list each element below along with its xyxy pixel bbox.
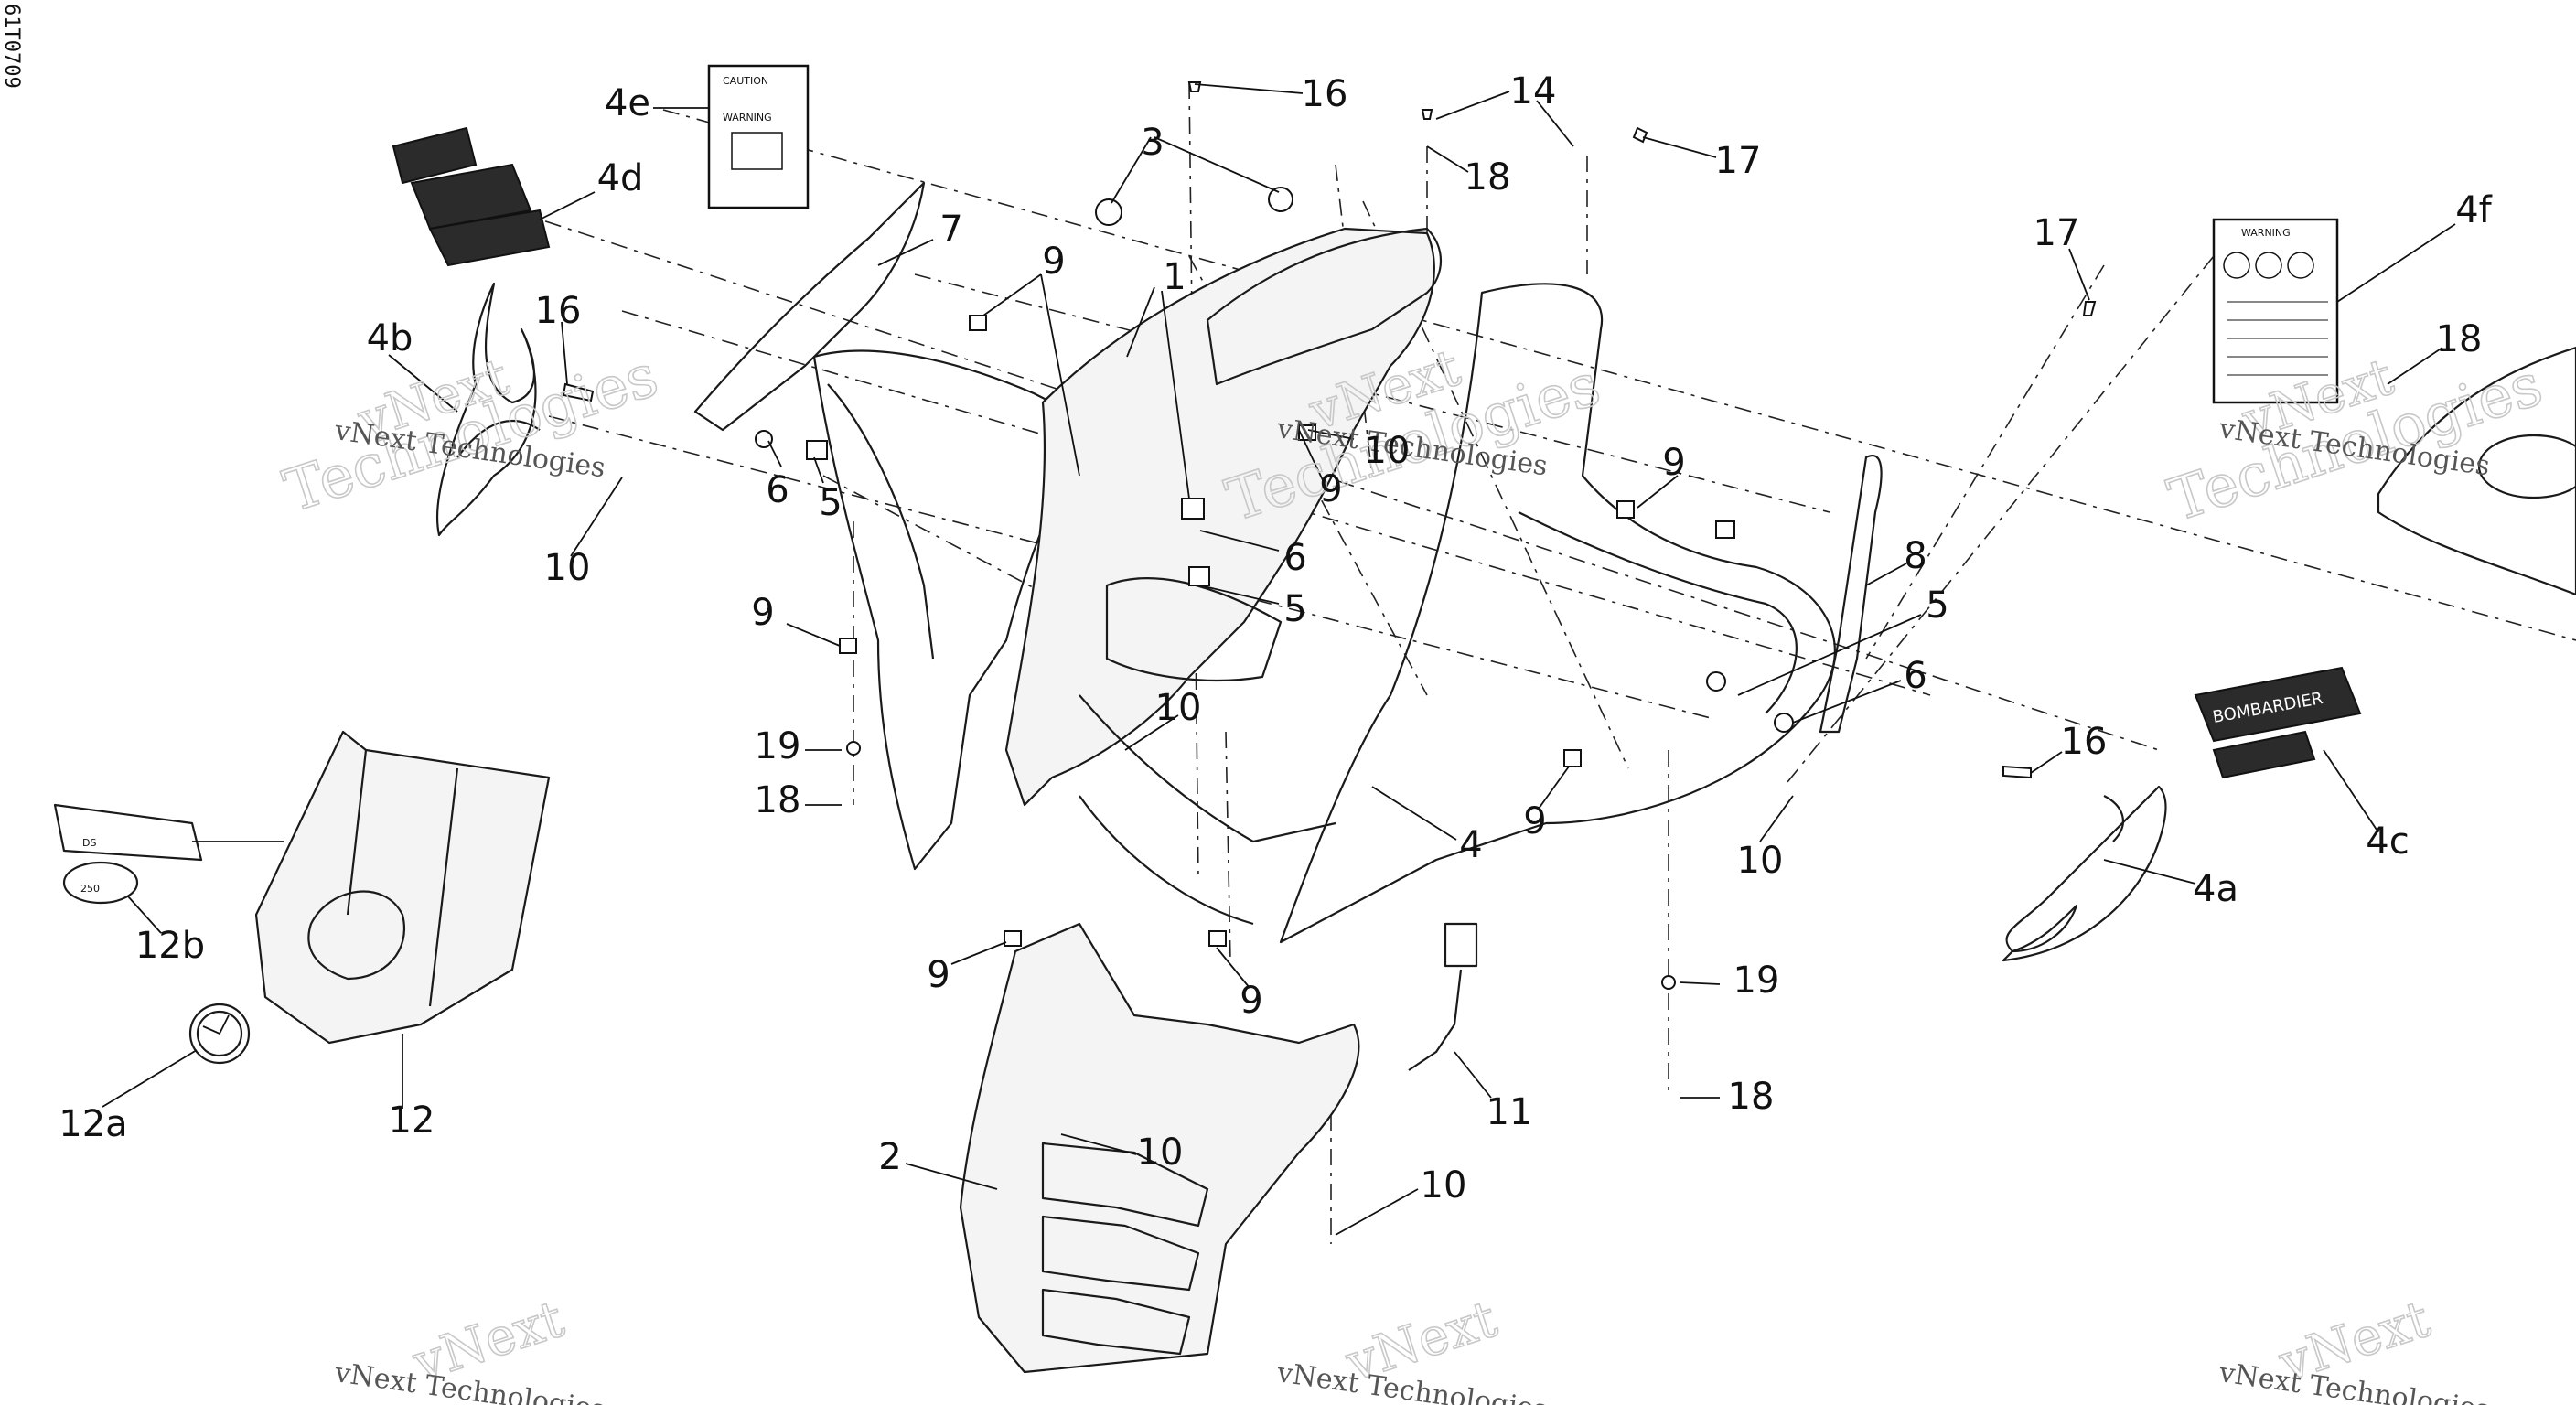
callout-18: 18	[1465, 156, 1511, 198]
callout-8: 8	[1904, 535, 1927, 577]
callout-4d: 4d	[597, 157, 644, 199]
callout-19: 19	[1733, 960, 1780, 1002]
callout-1: 1	[1163, 256, 1186, 298]
callout-10: 10	[1155, 687, 1202, 729]
decal-4d	[392, 126, 551, 267]
callout-12b: 12b	[135, 925, 205, 967]
callout-4: 4	[1459, 824, 1482, 866]
callout-10: 10	[1137, 1132, 1184, 1174]
callout-9: 9	[1240, 980, 1262, 1022]
callout-4e: 4e	[605, 82, 650, 124]
callout-6: 6	[1283, 537, 1306, 579]
label-4f: WARNING	[2212, 218, 2339, 404]
svg-text:CAUTION: CAUTION	[723, 75, 768, 87]
callout-16: 16	[1302, 73, 1348, 115]
callout-18: 18	[2436, 318, 2483, 360]
svg-text:250: 250	[80, 883, 100, 895]
callout-9: 9	[1662, 442, 1685, 484]
callout-12: 12	[389, 1099, 435, 1142]
callout-5: 5	[1926, 585, 1948, 627]
callout-10: 10	[1364, 430, 1411, 472]
decal-4a	[2002, 785, 2167, 962]
hardware	[562, 81, 2097, 990]
callout-4c: 4c	[2366, 820, 2409, 863]
callout-11: 11	[1487, 1091, 1533, 1133]
callout-2: 2	[878, 1136, 901, 1178]
callout-5: 5	[819, 482, 842, 524]
diagram-code: 61T0709	[0, 4, 23, 89]
callout-18: 18	[755, 779, 801, 821]
callout-9: 9	[927, 954, 950, 996]
gauge-12a	[188, 1003, 251, 1065]
svg-text:WARNING: WARNING	[723, 112, 772, 123]
svg-text:WARNING: WARNING	[2241, 227, 2291, 239]
decal-12b: DS 250	[53, 803, 203, 905]
callout-9: 9	[1523, 800, 1546, 842]
callout-9: 9	[1319, 468, 1342, 510]
callout-4a: 4a	[2193, 868, 2238, 910]
callout-6: 6	[766, 469, 789, 511]
callout-16: 16	[2061, 721, 2108, 763]
callout-10: 10	[1737, 840, 1784, 882]
svg-text:DS: DS	[82, 837, 96, 849]
callout-16: 16	[535, 290, 582, 332]
callout-9: 9	[751, 592, 774, 634]
callout-6: 6	[1904, 655, 1927, 697]
callout-12a: 12a	[59, 1103, 127, 1145]
callout-14: 14	[1510, 70, 1557, 113]
callout-10: 10	[544, 547, 591, 589]
front-fender-assembly	[693, 181, 1883, 1374]
headlight-cowl	[254, 730, 551, 1045]
callout-17: 17	[1715, 140, 1762, 182]
decal-4b	[435, 282, 541, 537]
callout-4b: 4b	[367, 317, 413, 359]
callout-9: 9	[1042, 241, 1065, 283]
decal-4c: BOMBARDIER	[2194, 666, 2362, 779]
callout-4f: 4f	[2455, 189, 2492, 231]
connector-11	[1408, 922, 1478, 1071]
callout-19: 19	[755, 725, 801, 767]
callout-10: 10	[1421, 1164, 1467, 1207]
leader-lines	[102, 83, 2456, 1236]
callout-5: 5	[1283, 588, 1306, 630]
callout-3: 3	[1141, 122, 1164, 164]
callout-17: 17	[2034, 212, 2080, 254]
callout-18: 18	[1728, 1076, 1775, 1118]
label-4e: CAUTION WARNING	[707, 64, 810, 209]
right-side-panel	[2377, 346, 2576, 596]
callout-7: 7	[939, 209, 962, 251]
